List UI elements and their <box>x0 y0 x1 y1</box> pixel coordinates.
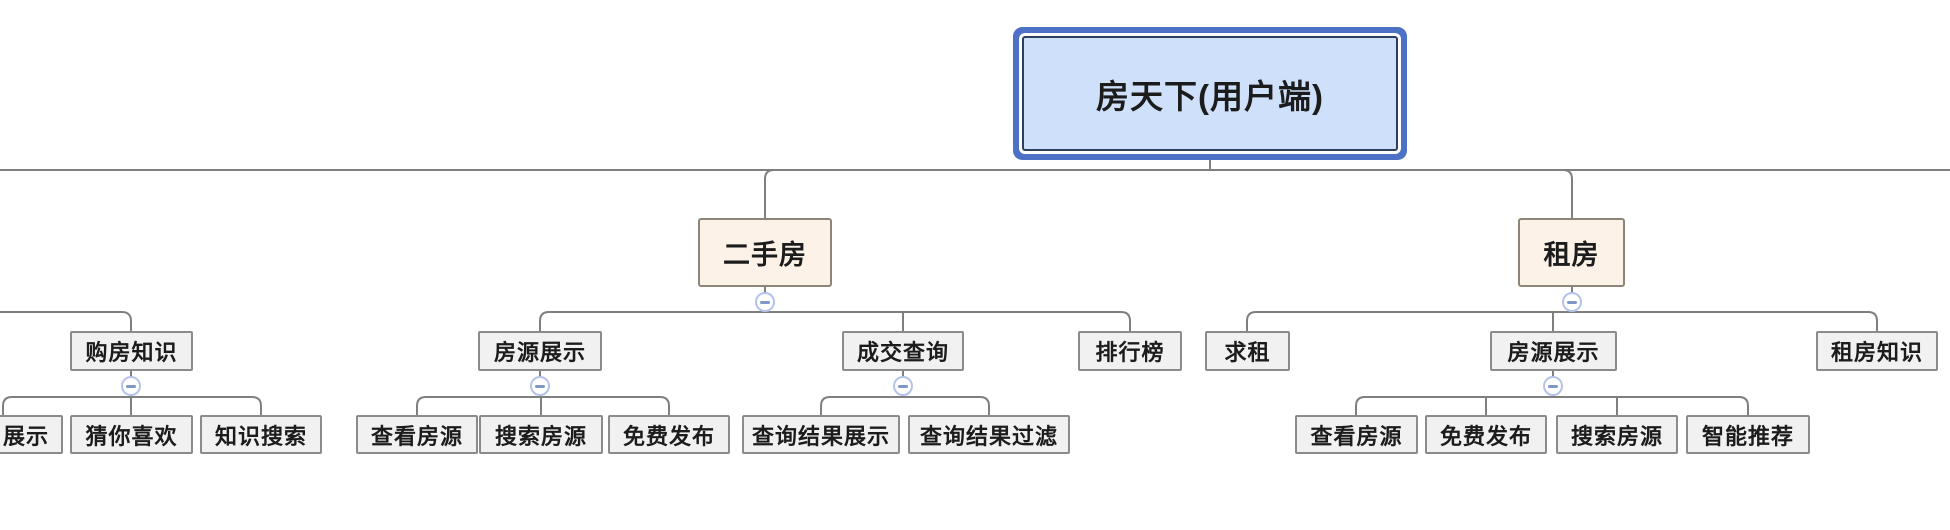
collapse-minus-icon-zufang[interactable] <box>1562 292 1582 312</box>
node-cainixihuan[interactable]: 猜你喜欢 <box>70 415 193 454</box>
node-label-ershoufang: 二手房 <box>723 240 807 270</box>
node-qiuzu[interactable]: 求租 <box>1205 331 1290 371</box>
node-chakanfangyuan-a[interactable]: 查看房源 <box>356 415 478 454</box>
node-chakanfangyuan-b[interactable]: 查看房源 <box>1295 415 1418 454</box>
node-zhinengtuijian[interactable]: 智能推荐 <box>1686 415 1810 454</box>
node-label-chakanfangyuan-b: 查看房源 <box>1310 423 1403 449</box>
node-label-zhinengtuijian: 智能推荐 <box>1701 423 1794 449</box>
connector-ershoufang-children <box>539 311 1131 331</box>
node-label-sousuofangyuan-a: 搜索房源 <box>494 423 587 449</box>
node-goufangzhishi[interactable]: 购房知识 <box>70 331 193 371</box>
node-root[interactable]: 房天下(用户端) <box>1022 36 1398 151</box>
collapse-minus-icon-fangyuanzhanshi-a[interactable] <box>530 376 550 396</box>
node-fangyuanzhanshi-b[interactable]: 房源展示 <box>1490 331 1617 371</box>
minus-glyph <box>1567 300 1577 304</box>
node-label-mianfeifabu-b: 免费发布 <box>1439 423 1532 449</box>
node-label-root: 房天下(用户端) <box>1096 77 1324 115</box>
node-sousuofangyuan-b[interactable]: 搜索房源 <box>1556 415 1678 454</box>
connector-fangyuanzhanshi-b-children <box>1355 396 1749 415</box>
connector-offscreen-left-children <box>0 311 132 331</box>
node-sousuofangyuan-a[interactable]: 搜索房源 <box>479 415 603 454</box>
node-chaxunjieguoguolv[interactable]: 查询结果过滤 <box>908 415 1070 454</box>
node-label-chaxunjieguozhanshi: 查询结果展示 <box>751 423 890 449</box>
node-ershoufang[interactable]: 二手房 <box>698 218 832 287</box>
node-mianfeifabu-b[interactable]: 免费发布 <box>1425 415 1547 454</box>
minus-glyph <box>535 384 545 388</box>
node-chaxunjieguozhanshi[interactable]: 查询结果展示 <box>742 415 900 454</box>
node-chengjiaochaxun[interactable]: 成交查询 <box>842 331 964 371</box>
node-label-zhanshi-clipped: 展示 <box>2 423 49 449</box>
node-zufang[interactable]: 租房 <box>1518 218 1625 287</box>
minus-glyph <box>1548 384 1558 388</box>
node-fangyuanzhanshi-a[interactable]: 房源展示 <box>478 331 602 371</box>
connector-chengjiaochaxun-children <box>820 396 990 415</box>
node-mianfeifabu-a[interactable]: 免费发布 <box>608 415 730 454</box>
node-label-zufang: 租房 <box>1543 240 1600 270</box>
connector-fangyuanzhanshi-a-children <box>416 396 670 415</box>
connector-drop-zufang <box>1562 169 1573 218</box>
node-label-chengjiaochaxun: 成交查询 <box>856 340 949 365</box>
collapse-minus-icon-chengjiaochaxun[interactable] <box>893 376 913 396</box>
node-label-zufangzhishi: 租房知识 <box>1830 340 1923 365</box>
connector-zufang-children <box>1246 311 1878 331</box>
connector-drop-ershoufang <box>764 169 775 218</box>
node-label-fangyuanzhanshi-a: 房源展示 <box>493 340 586 365</box>
minus-glyph <box>898 384 908 388</box>
node-label-qiuzu: 求租 <box>1224 340 1271 365</box>
node-label-paihangbang: 排行榜 <box>1095 340 1165 365</box>
minus-glyph <box>126 384 136 388</box>
minus-glyph <box>760 300 770 304</box>
node-label-chakanfangyuan-a: 查看房源 <box>370 423 463 449</box>
node-label-sousuofangyuan-b: 搜索房源 <box>1570 423 1663 449</box>
collapse-minus-icon-ershoufang[interactable] <box>755 292 775 312</box>
node-label-fangyuanzhanshi-b: 房源展示 <box>1507 340 1600 365</box>
node-zufangzhishi[interactable]: 租房知识 <box>1816 331 1938 371</box>
node-label-goufangzhishi: 购房知识 <box>85 340 178 365</box>
node-zhishisousuo[interactable]: 知识搜索 <box>200 415 322 454</box>
collapse-minus-icon-goufangzhishi[interactable] <box>121 376 141 396</box>
node-label-zhishisousuo: 知识搜索 <box>214 423 307 449</box>
node-label-cainixihuan: 猜你喜欢 <box>85 423 178 449</box>
node-label-chaxunjieguoguolv: 查询结果过滤 <box>919 423 1058 449</box>
node-label-mianfeifabu-a: 免费发布 <box>622 423 715 449</box>
node-zhanshi-clipped[interactable]: 展示 <box>0 415 63 454</box>
node-paihangbang[interactable]: 排行榜 <box>1078 331 1182 371</box>
collapse-minus-icon-fangyuanzhanshi-b[interactable] <box>1543 376 1563 396</box>
